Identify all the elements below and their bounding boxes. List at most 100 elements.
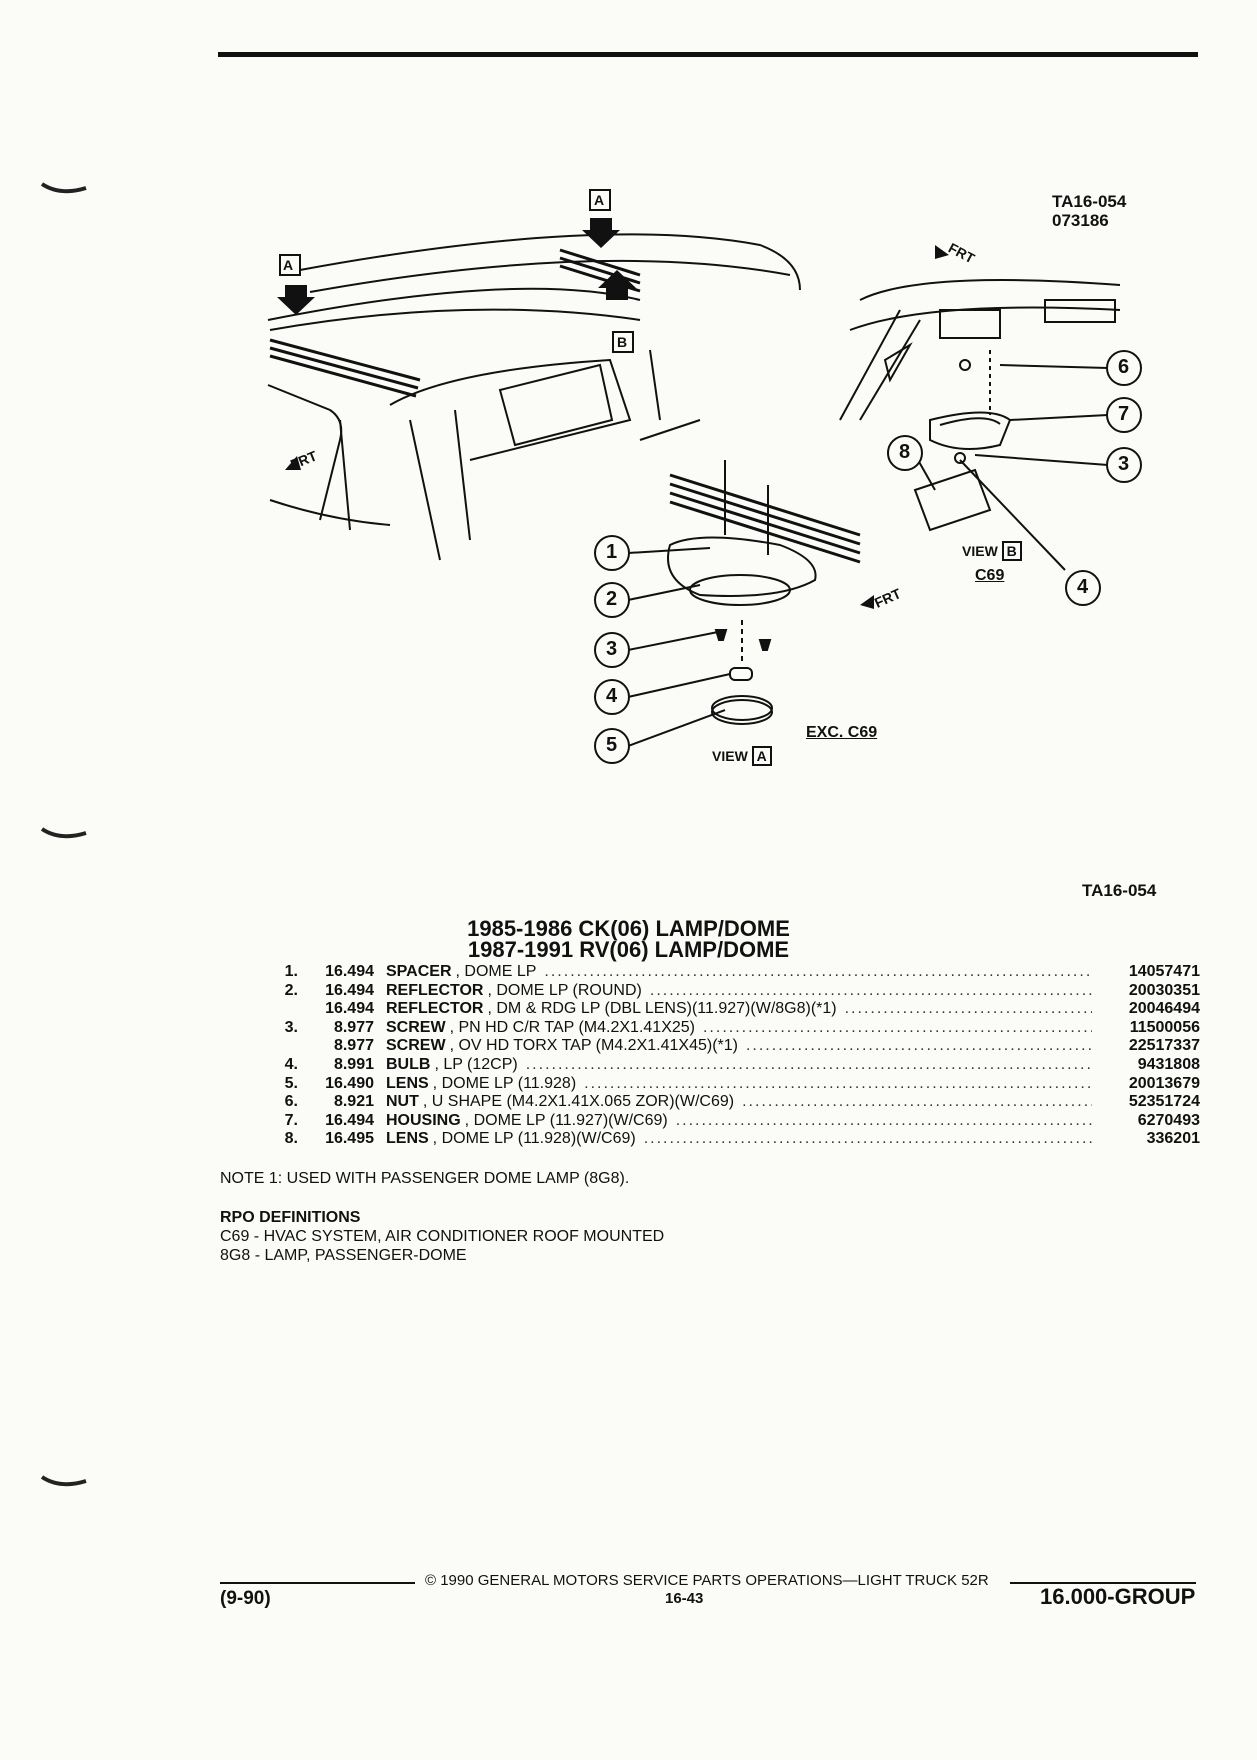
page-number: 16-43 [665,1590,704,1607]
part-description: , DOME LP [455,963,537,980]
part-group: 16.490 [325,1074,374,1092]
view-b-caption: VIEW B [962,541,1022,561]
view-a-marker-top: A [594,192,605,208]
part-number-index: 1. [284,963,298,980]
group-label: 16.000-GROUP [1040,1584,1196,1609]
part-number-index: 5. [284,1074,298,1092]
part-group: 16.495 [325,1130,374,1148]
binder-mark [40,182,87,194]
part-group: 16.494 [325,981,374,999]
callout-2: 2 [606,588,618,610]
leader-dots: ........................................… [525,1055,1092,1073]
footer-rule-left [220,1582,415,1584]
part-number: 11500056 [1129,1018,1200,1036]
parts-list: 1. 16.494 SPACER, DOME LP.................… [270,963,1200,1149]
c69-label: C69 [975,567,1005,584]
part-group: 8.921 [333,1093,374,1111]
header-rule [218,52,1198,57]
part-group: 8.991 [333,1055,374,1073]
exc-c69-label: EXC. C69 [806,724,878,741]
part-name: REFLECTOR [386,981,484,999]
leader-dots: ........................................… [544,963,1092,980]
part-name: LENS [386,1074,429,1092]
part-description: , OV HD TORX TAP (M4.2X1.41X45)(*1) [449,1037,738,1055]
part-number-index: 8. [284,1130,298,1148]
binder-mark [40,827,87,839]
rpo-definitions: RPO DEFINITIONS C69 - HVAC SYSTEM, AIR C… [220,1208,664,1265]
rpo-line: 8G8 - LAMP, PASSENGER-DOME [220,1247,467,1264]
rpo-line: C69 - HVAC SYSTEM, AIR CONDITIONER ROOF … [220,1228,665,1245]
part-row: 5. 16.490 LENS, DOME LP (11.928)..........… [270,1075,1200,1094]
figure-id-bottom: TA16-054 [1082,881,1157,900]
part-name: HOUSING [386,1111,461,1129]
part-name: REFLECTOR [386,1000,484,1018]
leader-dots: ........................................… [844,1000,1092,1018]
part-number: 9431808 [1137,1055,1200,1073]
view-a-marker-left: A [283,257,294,273]
view-a-box: A [751,746,772,766]
view-a-caption: VIEW A [712,746,772,766]
view-word: VIEW [712,748,748,764]
callout-8: 8 [899,441,911,463]
part-group: 8.977 [333,1037,374,1055]
part-number-index: 2. [284,981,298,999]
view-b-box: B [1001,541,1022,561]
part-description: , DOME LP (11.928) [432,1074,577,1092]
part-group: 16.494 [325,1000,374,1018]
date-code: (9-90) [220,1588,271,1609]
part-number: 22517337 [1128,1037,1200,1055]
leader-dots: ........................................… [702,1018,1092,1036]
binder-mark [40,1475,87,1487]
dome-lamp-illustration [267,189,1142,764]
part-number: 20046494 [1128,1000,1200,1018]
part-group: 16.494 [325,963,374,980]
part-description: , DM & RDG LP (DBL LENS)(11.927)(W/8G8)(… [487,1000,837,1018]
callout-3: 3 [606,638,618,660]
part-number-index: 7. [284,1111,298,1129]
part-name: NUT [386,1093,419,1111]
callout-6: 6 [1118,356,1130,378]
rpo-heading: RPO DEFINITIONS [220,1209,361,1226]
part-number-index: 3. [284,1018,298,1036]
callout-3b: 3 [1118,453,1130,475]
part-number: 20013679 [1128,1074,1200,1092]
leader-dots: ........................................… [745,1037,1092,1055]
leader-dots: ........................................… [584,1074,1092,1092]
part-number: 6270493 [1137,1111,1200,1129]
part-number-index: 6. [284,1093,298,1111]
note: NOTE 1: USED WITH PASSENGER DOME LAMP (8… [220,1170,630,1187]
part-name: SPACER [386,963,452,980]
part-number: 14057471 [1128,963,1200,980]
leader-dots: ........................................… [742,1093,1092,1111]
figure-id: TA16-054 [1052,192,1127,211]
callout-1: 1 [606,541,618,563]
part-row: 6. 8.921 NUT, U SHAPE (M4.2X1.41X.065 ZOR)… [270,1093,1200,1112]
part-name: SCREW [386,1037,446,1055]
part-number: 20030351 [1128,981,1200,999]
part-description: , U SHAPE (M4.2X1.41X.065 ZOR)(W/C69) [422,1093,735,1111]
callout-5: 5 [606,734,618,756]
callout-4: 4 [606,685,618,707]
view-b-marker: B [617,334,628,350]
part-description: , PN HD C/R TAP (M4.2X1.41X25) [449,1018,695,1036]
title-line-2: 1987-1991 RV(06) LAMP/DOME [467,937,790,962]
part-name: BULB [386,1055,431,1073]
part-number: 52351724 [1128,1093,1200,1111]
leader-dots: ........................................… [675,1111,1092,1129]
part-description: , LP (12CP) [434,1055,518,1073]
part-description: , DOME LP (11.928)(W/C69) [432,1130,636,1148]
part-group: 8.977 [333,1018,374,1036]
callout-4b: 4 [1077,576,1089,598]
title-line-1: 1985-1986 CK(06) LAMP/DOME [467,916,790,941]
part-row: 16.494 REFLECTOR, DM & RDG LP (DBL LENS)(… [270,1000,1200,1019]
figure-date: 073186 [1052,211,1109,230]
leader-dots: ........................................… [643,1130,1092,1148]
leader-dots: ........................................… [649,981,1092,999]
part-row: 8.977 SCREW, OV HD TORX TAP (M4.2X1.41X45… [270,1037,1200,1056]
part-description: , DOME LP (11.927)(W/C69) [464,1111,668,1129]
